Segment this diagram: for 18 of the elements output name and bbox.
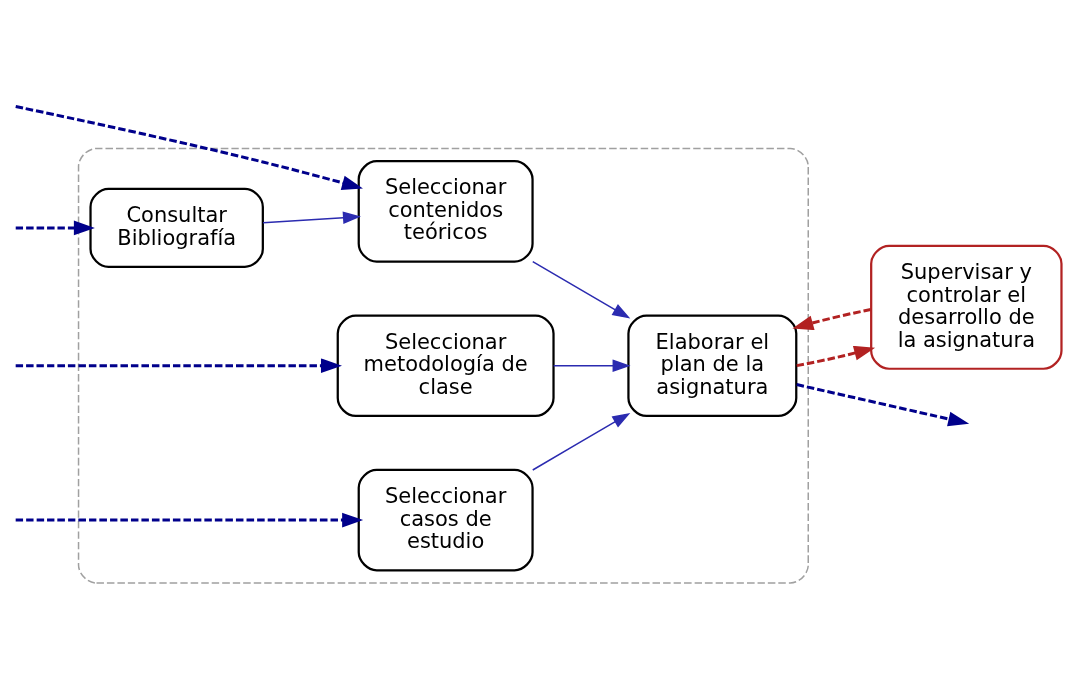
arrow [532, 260, 631, 319]
arrow [532, 412, 631, 471]
arrow [15, 104, 363, 190]
arrow [552, 358, 631, 372]
arrow [796, 382, 970, 426]
arrow [262, 210, 361, 224]
arrow [15, 220, 95, 235]
node-box: Supervisar y controlar el desarrollo de la asignatura [870, 244, 1063, 370]
node-box: Consultar Bibliografía [89, 187, 264, 268]
arrow [15, 512, 364, 527]
arrow [792, 307, 872, 330]
cluster [77, 147, 809, 584]
node-box: Seleccionar metodología de clase [336, 313, 555, 417]
node-box: Seleccionar casos de estudio [357, 468, 534, 571]
node-box: Elaborar el plan de la asignatura [627, 313, 798, 417]
arrow [15, 357, 342, 373]
node-box: Seleccionar contenidos teóricos [357, 159, 534, 263]
arrow [796, 345, 876, 367]
